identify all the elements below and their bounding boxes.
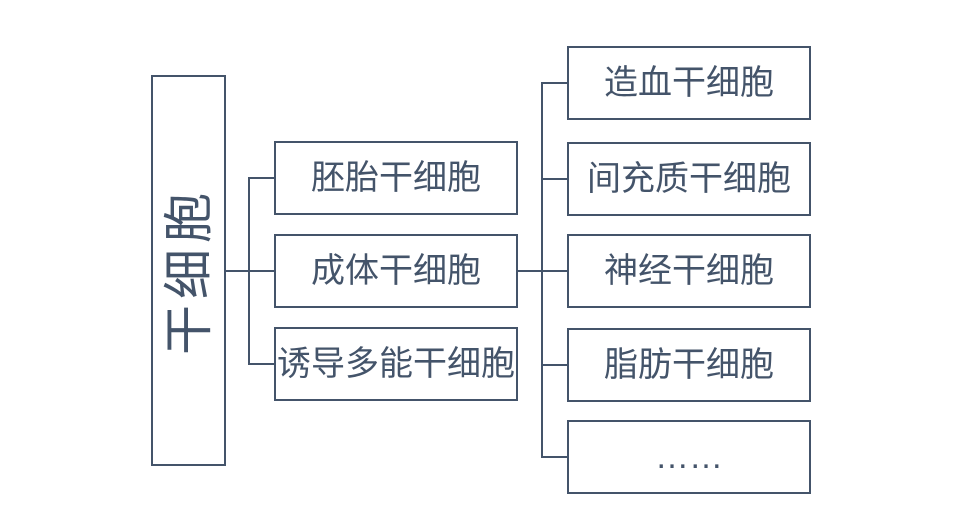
node-mesenchymal-stem-cell: 间充质干细胞 bbox=[567, 142, 811, 216]
node-embryonic-stem-cell-label: 胚胎干细胞 bbox=[311, 159, 481, 197]
node-adult-stem-cell-label: 成体干细胞 bbox=[311, 252, 481, 290]
node-stem-cell-root: 干细胞 bbox=[151, 75, 226, 466]
connector-bus-to-hematopoietic bbox=[541, 82, 567, 84]
connector-bus-to-embryonic bbox=[248, 177, 274, 179]
connector-bus-to-ellipsis bbox=[541, 456, 567, 458]
node-neural-stem-cell-label: 神经干细胞 bbox=[604, 252, 774, 290]
node-mesenchymal-stem-cell-label: 间充质干细胞 bbox=[587, 160, 791, 198]
node-induced-pluripotent-stem-cell: 诱导多能干细胞 bbox=[274, 327, 518, 401]
connector-left-bus bbox=[248, 177, 250, 365]
node-ellipsis: …… bbox=[567, 420, 811, 494]
node-adipose-stem-cell-label: 脂肪干细胞 bbox=[604, 346, 774, 384]
node-stem-cell-root-label: 干细胞 bbox=[160, 186, 217, 355]
node-embryonic-stem-cell: 胚胎干细胞 bbox=[274, 141, 518, 215]
connector-bus-to-induced-pluripotent bbox=[248, 363, 274, 365]
node-hematopoietic-stem-cell-label: 造血干细胞 bbox=[604, 64, 774, 102]
node-hematopoietic-stem-cell: 造血干细胞 bbox=[567, 46, 811, 120]
connector-bus-to-adipose bbox=[541, 364, 567, 366]
node-neural-stem-cell: 神经干细胞 bbox=[567, 234, 811, 308]
node-adipose-stem-cell: 脂肪干细胞 bbox=[567, 328, 811, 402]
node-adult-stem-cell: 成体干细胞 bbox=[274, 234, 518, 308]
connector-right-bus bbox=[541, 82, 543, 458]
node-induced-pluripotent-stem-cell-label: 诱导多能干细胞 bbox=[277, 345, 515, 383]
connector-root-to-adult bbox=[226, 270, 274, 272]
connector-bus-to-mesenchymal bbox=[541, 178, 567, 180]
node-ellipsis-label: …… bbox=[655, 438, 723, 476]
